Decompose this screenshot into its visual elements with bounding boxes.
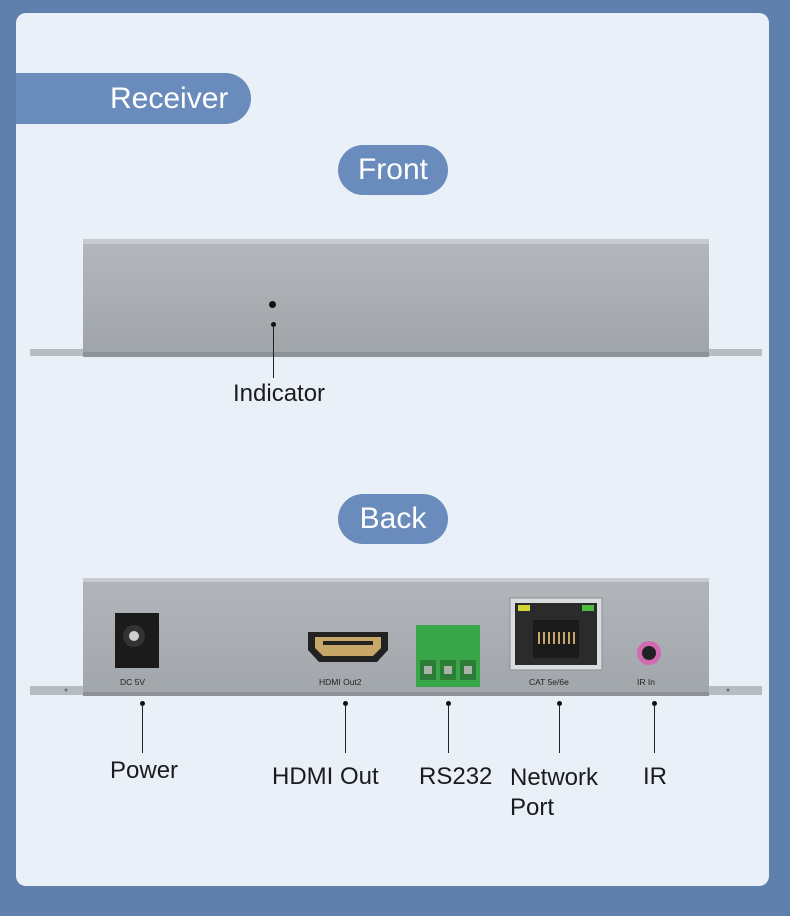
ir-port-printed-label: IR In — [637, 677, 655, 687]
callout-dot-power — [140, 701, 145, 706]
callout-dot-indicator — [271, 322, 276, 327]
callout-dot-ir — [652, 701, 657, 706]
front-panel-illustration — [30, 239, 762, 357]
receiver-header-tab: Receiver — [16, 73, 251, 124]
ir-input-jack — [637, 641, 661, 665]
receiver-title: Receiver — [110, 82, 229, 115]
callout-line-rs232 — [448, 705, 449, 753]
hdmi-out-callout-label: HDMI Out — [272, 763, 379, 790]
callout-line-network — [559, 705, 560, 753]
callout-line-power — [142, 705, 143, 753]
rj45-network-port — [509, 597, 603, 671]
content-card — [16, 13, 769, 886]
front-left-flange — [30, 349, 86, 356]
front-right-flange — [706, 349, 762, 356]
network-port-label-line2: Port — [510, 794, 555, 821]
rs232-callout-label: RS232 — [419, 763, 493, 790]
cat-port-printed-label: CAT 5e/6e — [529, 677, 569, 687]
front-section-pill: Front — [338, 145, 448, 195]
network-port-label-line1: Network — [510, 764, 599, 791]
rs232-terminal-block — [416, 625, 480, 687]
dc-power-jack — [115, 613, 159, 668]
back-title: Back — [359, 502, 427, 535]
ir-callout-label: IR — [643, 763, 667, 790]
front-title: Front — [357, 153, 429, 186]
callout-line-indicator — [273, 326, 274, 378]
dc-port-printed-label: DC 5V — [120, 677, 146, 687]
back-panel-illustration — [30, 578, 762, 696]
hdmi-port-printed-label: HDMI Out2 — [319, 677, 362, 687]
callout-dot-network — [557, 701, 562, 706]
callout-line-hdmi — [345, 705, 346, 753]
back-left-flange — [30, 686, 86, 695]
back-section-pill: Back — [338, 494, 448, 544]
front-panel-body — [83, 239, 709, 357]
callout-dot-hdmi — [343, 701, 348, 706]
indicator-callout-label: Indicator — [233, 380, 326, 407]
front-indicator-led — [269, 301, 276, 308]
network-port-callout-label: Network Port — [510, 763, 598, 823]
callout-dot-rs232 — [446, 701, 451, 706]
callout-line-ir — [654, 705, 655, 753]
back-right-flange — [706, 686, 762, 695]
power-callout-label: Power — [110, 757, 179, 784]
hdmi-port — [308, 632, 388, 662]
back-panel-body — [83, 578, 709, 696]
